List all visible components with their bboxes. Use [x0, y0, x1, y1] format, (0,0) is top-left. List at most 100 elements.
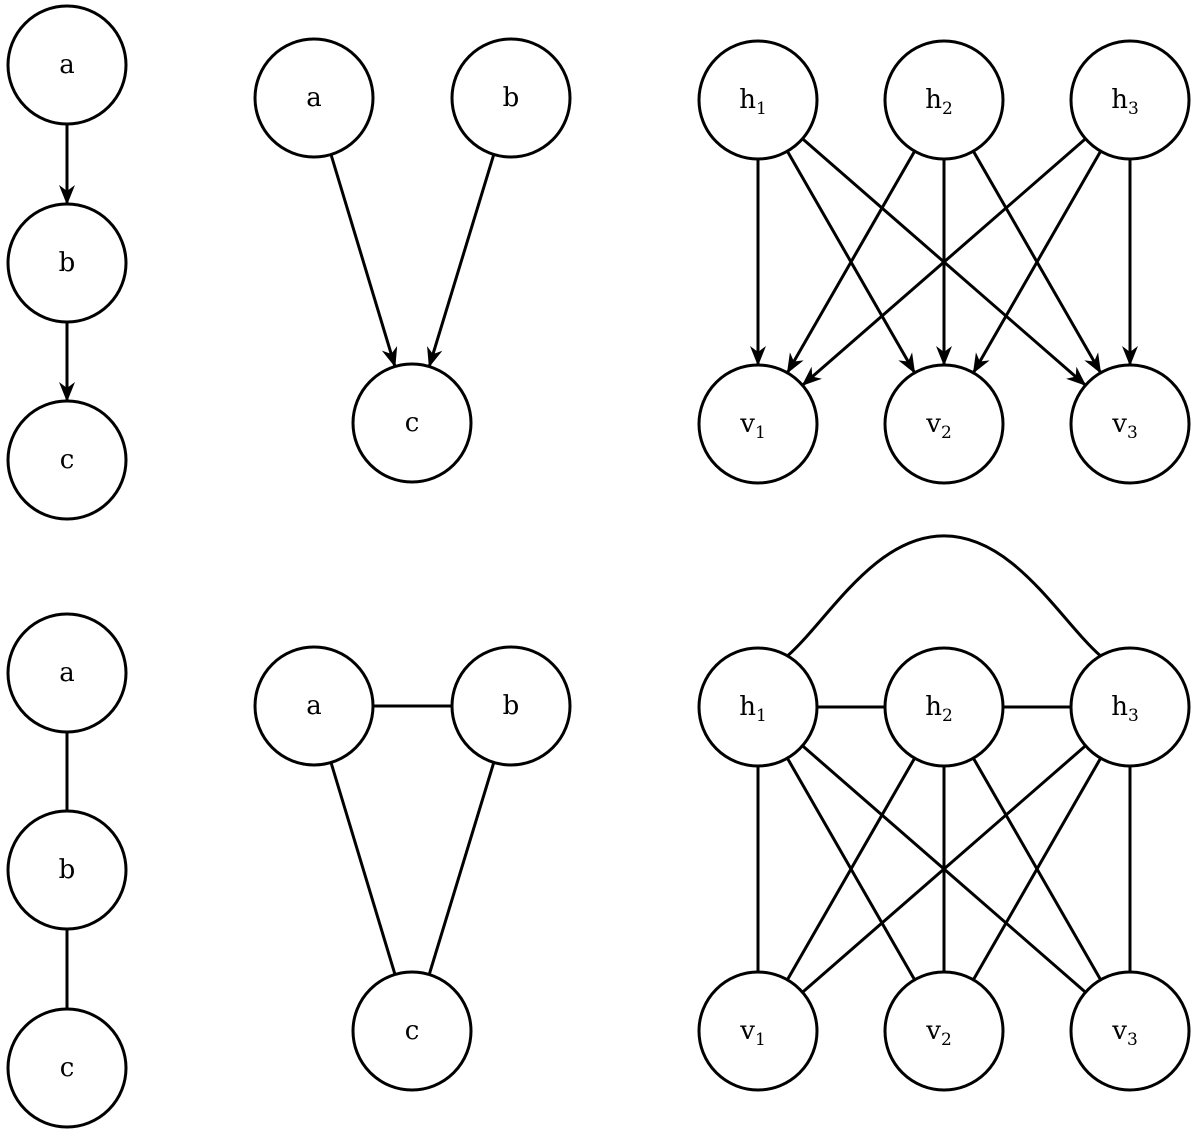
node-label-text: a [306, 691, 322, 721]
node-label: h2 [925, 85, 953, 119]
chain-undirected-node-c: c [6, 1007, 128, 1129]
node-circle [351, 362, 473, 484]
node-label: h2 [925, 692, 953, 726]
node-label-text: c [60, 1053, 75, 1083]
v-structure-directed-edges [329, 153, 496, 368]
node-circle [351, 970, 473, 1092]
triangle-undirected-edge-a-c [329, 762, 397, 975]
node-label: h3 [1111, 85, 1139, 119]
node-label-text: c [405, 1016, 420, 1046]
node-label: b [503, 691, 520, 721]
node-label: h1 [739, 85, 767, 119]
node-label-subscript: 1 [756, 706, 767, 726]
node-label: h1 [739, 692, 767, 726]
moralized-undirected-edges [756, 534, 1132, 994]
node-label-text: b [59, 855, 76, 885]
node-label: b [59, 855, 76, 885]
node-label-text: b [503, 691, 520, 721]
node-circle [697, 646, 819, 768]
node-circle [1069, 970, 1191, 1092]
node-circle [697, 363, 819, 485]
moralized-undirected-edge-h3-v1 [801, 744, 1087, 994]
node-label: c [405, 1016, 420, 1046]
node-label-subscript: 3 [1128, 706, 1139, 726]
node-label: v3 [1111, 409, 1138, 443]
chain-directed-node-a: a [6, 4, 128, 126]
node-label-text: c [405, 408, 420, 438]
moralized-undirected-node-h3: h3 [1069, 646, 1191, 768]
node-label-text: h [925, 692, 942, 722]
node-circle [6, 612, 128, 734]
node-label-text: h [1111, 85, 1128, 115]
v-structure-directed-edge-a-c-arrow [329, 154, 398, 368]
moralized-undirected-node-h1: h1 [697, 646, 819, 768]
node-label: v3 [1111, 1016, 1138, 1050]
bipartite-directed-node-v1: v1 [697, 363, 819, 485]
node-label: a [59, 658, 75, 688]
node-label-text: v [925, 1016, 941, 1046]
node-label-text: h [1111, 692, 1128, 722]
node-circle [883, 646, 1005, 768]
node-label: a [306, 83, 322, 113]
edges-layer [59, 124, 1138, 1009]
node-label-text: a [306, 83, 322, 113]
triangle-undirected-edge-b-c [427, 761, 496, 976]
bipartite-directed-node-v3: v3 [1069, 363, 1191, 485]
node-label-subscript: 1 [756, 99, 767, 119]
node-label: v1 [739, 1016, 766, 1050]
node-label-subscript: 3 [1127, 1030, 1138, 1050]
v-structure-directed-edge-b-c-arrow [427, 153, 496, 368]
node-label-subscript: 2 [941, 423, 952, 443]
bipartite-directed-edges [750, 137, 1138, 387]
moralized-undirected-node-h2: h2 [883, 646, 1005, 768]
node-circle [450, 645, 572, 767]
bipartite-directed-node-h1: h1 [697, 39, 819, 161]
chain-undirected-node-a: a [6, 612, 128, 734]
node-label-text: h [739, 692, 756, 722]
v-structure-directed-node-a: a [253, 37, 375, 159]
node-circle [883, 363, 1005, 485]
bipartite-directed-edge-h3-v2-arrow [972, 150, 1102, 374]
node-label: h3 [1111, 692, 1139, 726]
node-circle [883, 39, 1005, 161]
node-circle [450, 37, 572, 159]
node-label-subscript: 3 [1128, 99, 1139, 119]
node-circle [697, 970, 819, 1092]
node-label-text: h [739, 85, 756, 115]
node-circle [253, 645, 375, 767]
node-label-text: v [739, 409, 755, 439]
node-circle [883, 970, 1005, 1092]
node-label-text: b [503, 83, 520, 113]
moralized-undirected-edge-h2-v1 [786, 757, 916, 981]
node-label: v2 [925, 1016, 952, 1050]
node-label-text: c [60, 445, 75, 475]
triangle-undirected-node-b: b [450, 645, 572, 767]
node-label-text: v [1111, 409, 1127, 439]
chain-undirected-node-b: b [6, 809, 128, 931]
node-circle [6, 1007, 128, 1129]
node-label-subscript: 2 [941, 1030, 952, 1050]
chain-directed-node-c: c [6, 399, 128, 521]
node-label: v2 [925, 409, 952, 443]
triangle-undirected-edges [329, 704, 496, 976]
node-circle [1069, 646, 1191, 768]
bipartite-directed-edge-h3-v1-arrow [801, 137, 1087, 387]
moralized-undirected-node-v2: v2 [883, 970, 1005, 1092]
node-label-text: b [59, 248, 76, 278]
node-circle [697, 39, 819, 161]
node-circle [6, 202, 128, 324]
node-label-subscript: 1 [755, 1030, 766, 1050]
bipartite-directed-node-v2: v2 [883, 363, 1005, 485]
chain-directed-node-b: b [6, 202, 128, 324]
bipartite-directed-node-h2: h2 [883, 39, 1005, 161]
node-label-subscript: 2 [942, 706, 953, 726]
node-circle [6, 399, 128, 521]
v-structure-directed-node-c: c [351, 362, 473, 484]
triangle-undirected-node-c: c [351, 970, 473, 1092]
node-label-text: v [1111, 1016, 1127, 1046]
node-circle [253, 37, 375, 159]
node-label-text: h [925, 85, 942, 115]
node-circle [1069, 39, 1191, 161]
